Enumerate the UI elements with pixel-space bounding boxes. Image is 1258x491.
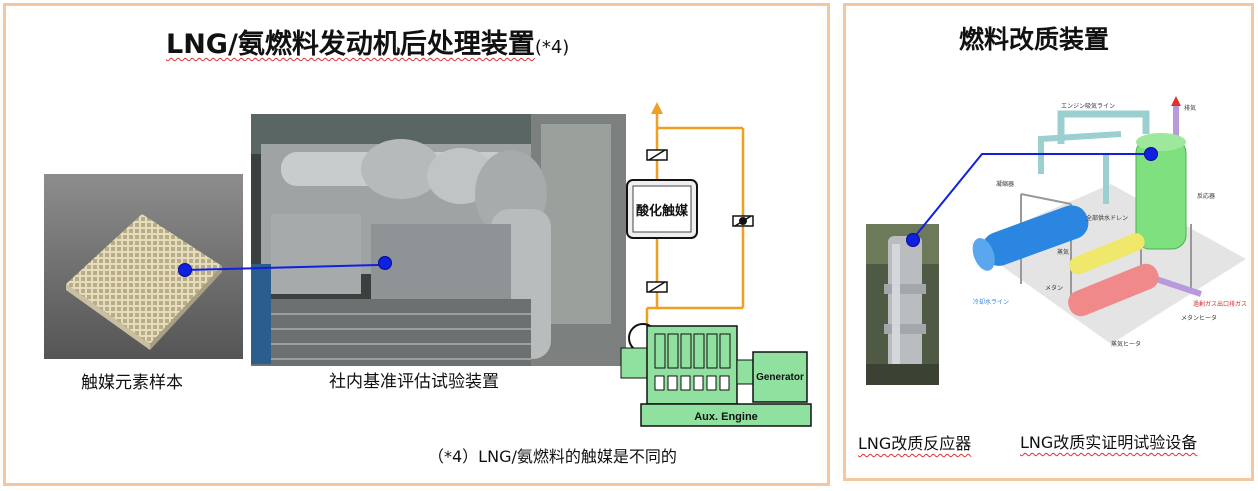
reactor-marker-dot: [906, 233, 920, 247]
caption-test-rig: 社内基准评估试验装置: [329, 372, 499, 392]
test-rig-photo: [251, 114, 626, 366]
engine-label: Aux. Engine: [694, 411, 758, 423]
reactor-connector-line: [911, 153, 1152, 241]
label-water-drain: 全部供水ドレン: [1086, 214, 1128, 222]
caption-reactor: LNG改质反应器: [858, 434, 972, 453]
label-reactor: 反応器: [1197, 192, 1215, 200]
label-cooling-water: 冷却水ライン: [973, 298, 1009, 306]
catalyst-box-label: 酸化触媒: [636, 203, 689, 218]
right-panel: 燃料改质装置 エンジン吸気ライン 排気 凝: [843, 3, 1254, 481]
label-condenser: 凝縮器: [996, 180, 1014, 188]
catalyst-marker-dot: [178, 263, 192, 277]
rig-marker-dot: [378, 256, 392, 270]
plant-marker-dot: [1144, 147, 1158, 161]
footnote: （*4）LNG/氨燃料的触媒是不同的: [428, 447, 677, 466]
generator-label: Generator: [756, 372, 804, 383]
label-engine-exhaust: エンジン吸気ライン: [1061, 102, 1115, 110]
left-title-suffix: (*4): [534, 37, 570, 58]
label-steam-heater: 蒸気ヒータ: [1111, 340, 1141, 348]
label-exhaust: 排気: [1184, 104, 1196, 112]
label-gas-outlet: 過剰ガス出口排ガス: [1193, 300, 1247, 308]
aftertreatment-schematic: 酸化触媒 Generator Aux. Engine: [620, 102, 812, 427]
left-title-main: LNG/氨燃料发动机后处理装置: [166, 29, 535, 60]
label-methane: メタン: [1045, 284, 1063, 292]
left-panel-title: LNG/氨燃料发动机后处理装置(*4): [166, 22, 569, 61]
left-panel: LNG/氨燃料发动机后处理装置(*4): [3, 3, 830, 486]
caption-equipment: LNG改质实证明试验设备: [1020, 433, 1198, 452]
label-methane-heater: メタンヒータ: [1181, 314, 1217, 322]
right-panel-title: 燃料改质装置: [959, 25, 1110, 54]
reactor-photo: [866, 224, 939, 385]
label-steam: 蒸気: [1057, 248, 1069, 256]
catalyst-sample-photo: [44, 174, 243, 359]
reforming-plant-diagram: エンジン吸気ライン 排気 凝縮器 反応器 全部供水ドレン 蒸気 メタン メタンヒ…: [971, 96, 1247, 348]
caption-catalyst-sample: 触媒元素样本: [81, 373, 183, 393]
